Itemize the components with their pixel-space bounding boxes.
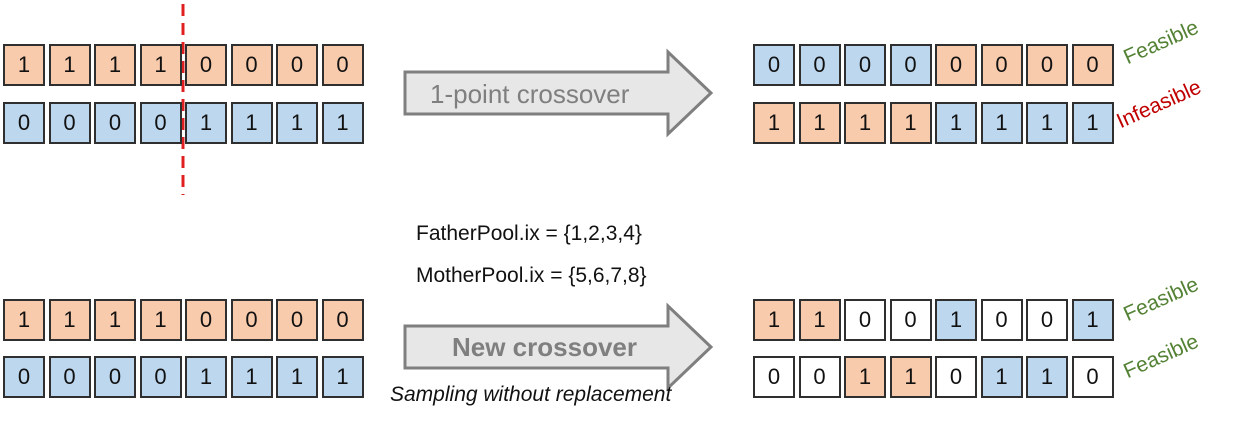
gene-cell: 1 [230, 102, 273, 144]
gene-cell: 0 [94, 102, 136, 144]
gene-cell: 0 [1071, 44, 1114, 86]
gene-cell: 0 [3, 356, 45, 398]
gene-cell: 1 [276, 102, 318, 144]
gene-cell: 1 [1071, 102, 1114, 144]
gene-cell: 1 [185, 356, 227, 398]
gene-cell: 0 [753, 44, 795, 86]
gene-cell: 0 [1026, 44, 1068, 86]
gene-cell: 0 [889, 299, 932, 341]
gene-cell: 0 [185, 44, 227, 86]
gene-cell: 1 [980, 102, 1023, 144]
gene-cell: 1 [935, 102, 977, 144]
gene-cell: 1 [1026, 102, 1068, 144]
gene-cell: 0 [844, 44, 886, 86]
gene-cell: 1 [321, 102, 364, 144]
gene-cell: 1 [889, 102, 932, 144]
gene-cell: 1 [3, 299, 45, 341]
gene-cell: 0 [230, 299, 273, 341]
gene-cell: 1 [48, 44, 91, 86]
gene-cell: 0 [1026, 299, 1068, 341]
gene-cell: 0 [798, 356, 841, 398]
gene-cell: 0 [321, 44, 364, 86]
gene-cell: 0 [139, 356, 182, 398]
gene-cell: 1 [185, 102, 227, 144]
gene-cell: 0 [935, 356, 977, 398]
gene-cell: 1 [844, 102, 886, 144]
gene-cell: 1 [889, 356, 932, 398]
gene-cell: 1 [94, 44, 136, 86]
gene-cell: 1 [753, 102, 795, 144]
gene-cell: 0 [935, 44, 977, 86]
gene-cell: 1 [980, 356, 1023, 398]
gene-cell: 1 [230, 356, 273, 398]
gene-cell: 0 [276, 299, 318, 341]
gene-cell: 0 [276, 44, 318, 86]
gene-cell: 1 [844, 356, 886, 398]
mother-pool-text: MotherPool.ix = {5,6,7,8} [416, 264, 647, 287]
top-arrow-label: 1-point crossover [430, 79, 630, 109]
gene-cell: 0 [48, 102, 91, 144]
gene-cell: 0 [798, 44, 841, 86]
gene-cell: 1 [1071, 299, 1114, 341]
gene-cell: 1 [276, 356, 318, 398]
gene-cell: 1 [935, 299, 977, 341]
gene-cell: 0 [889, 44, 932, 86]
father-pool-text: FatherPool.ix = {1,2,3,4} [416, 222, 642, 245]
sampling-caption: Sampling without replacement [390, 383, 672, 406]
gene-cell: 0 [753, 356, 795, 398]
gene-cell: 1 [139, 299, 182, 341]
gene-cell: 1 [798, 299, 841, 341]
gene-cell: 0 [321, 299, 364, 341]
gene-cell: 1 [139, 44, 182, 86]
gene-cell: 1 [321, 356, 364, 398]
gene-cell: 0 [980, 299, 1023, 341]
gene-cell: 1 [48, 299, 91, 341]
gene-cell: 0 [48, 356, 91, 398]
bottom-arrow-label: New crossover [452, 332, 637, 362]
gene-cell: 0 [230, 44, 273, 86]
gene-cell: 0 [3, 102, 45, 144]
gene-cell: 0 [94, 356, 136, 398]
bottom-crossover-arrow [403, 302, 714, 392]
gene-cell: 1 [3, 44, 45, 86]
top-crossover-arrow [403, 48, 714, 138]
gene-cell: 1 [753, 299, 795, 341]
gene-cell: 0 [1071, 356, 1114, 398]
gene-cell: 1 [798, 102, 841, 144]
gene-cell: 1 [94, 299, 136, 341]
gene-cell: 1 [1026, 356, 1068, 398]
gene-cell: 0 [185, 299, 227, 341]
gene-cell: 0 [980, 44, 1023, 86]
gene-cell: 0 [139, 102, 182, 144]
gene-cell: 0 [844, 299, 886, 341]
